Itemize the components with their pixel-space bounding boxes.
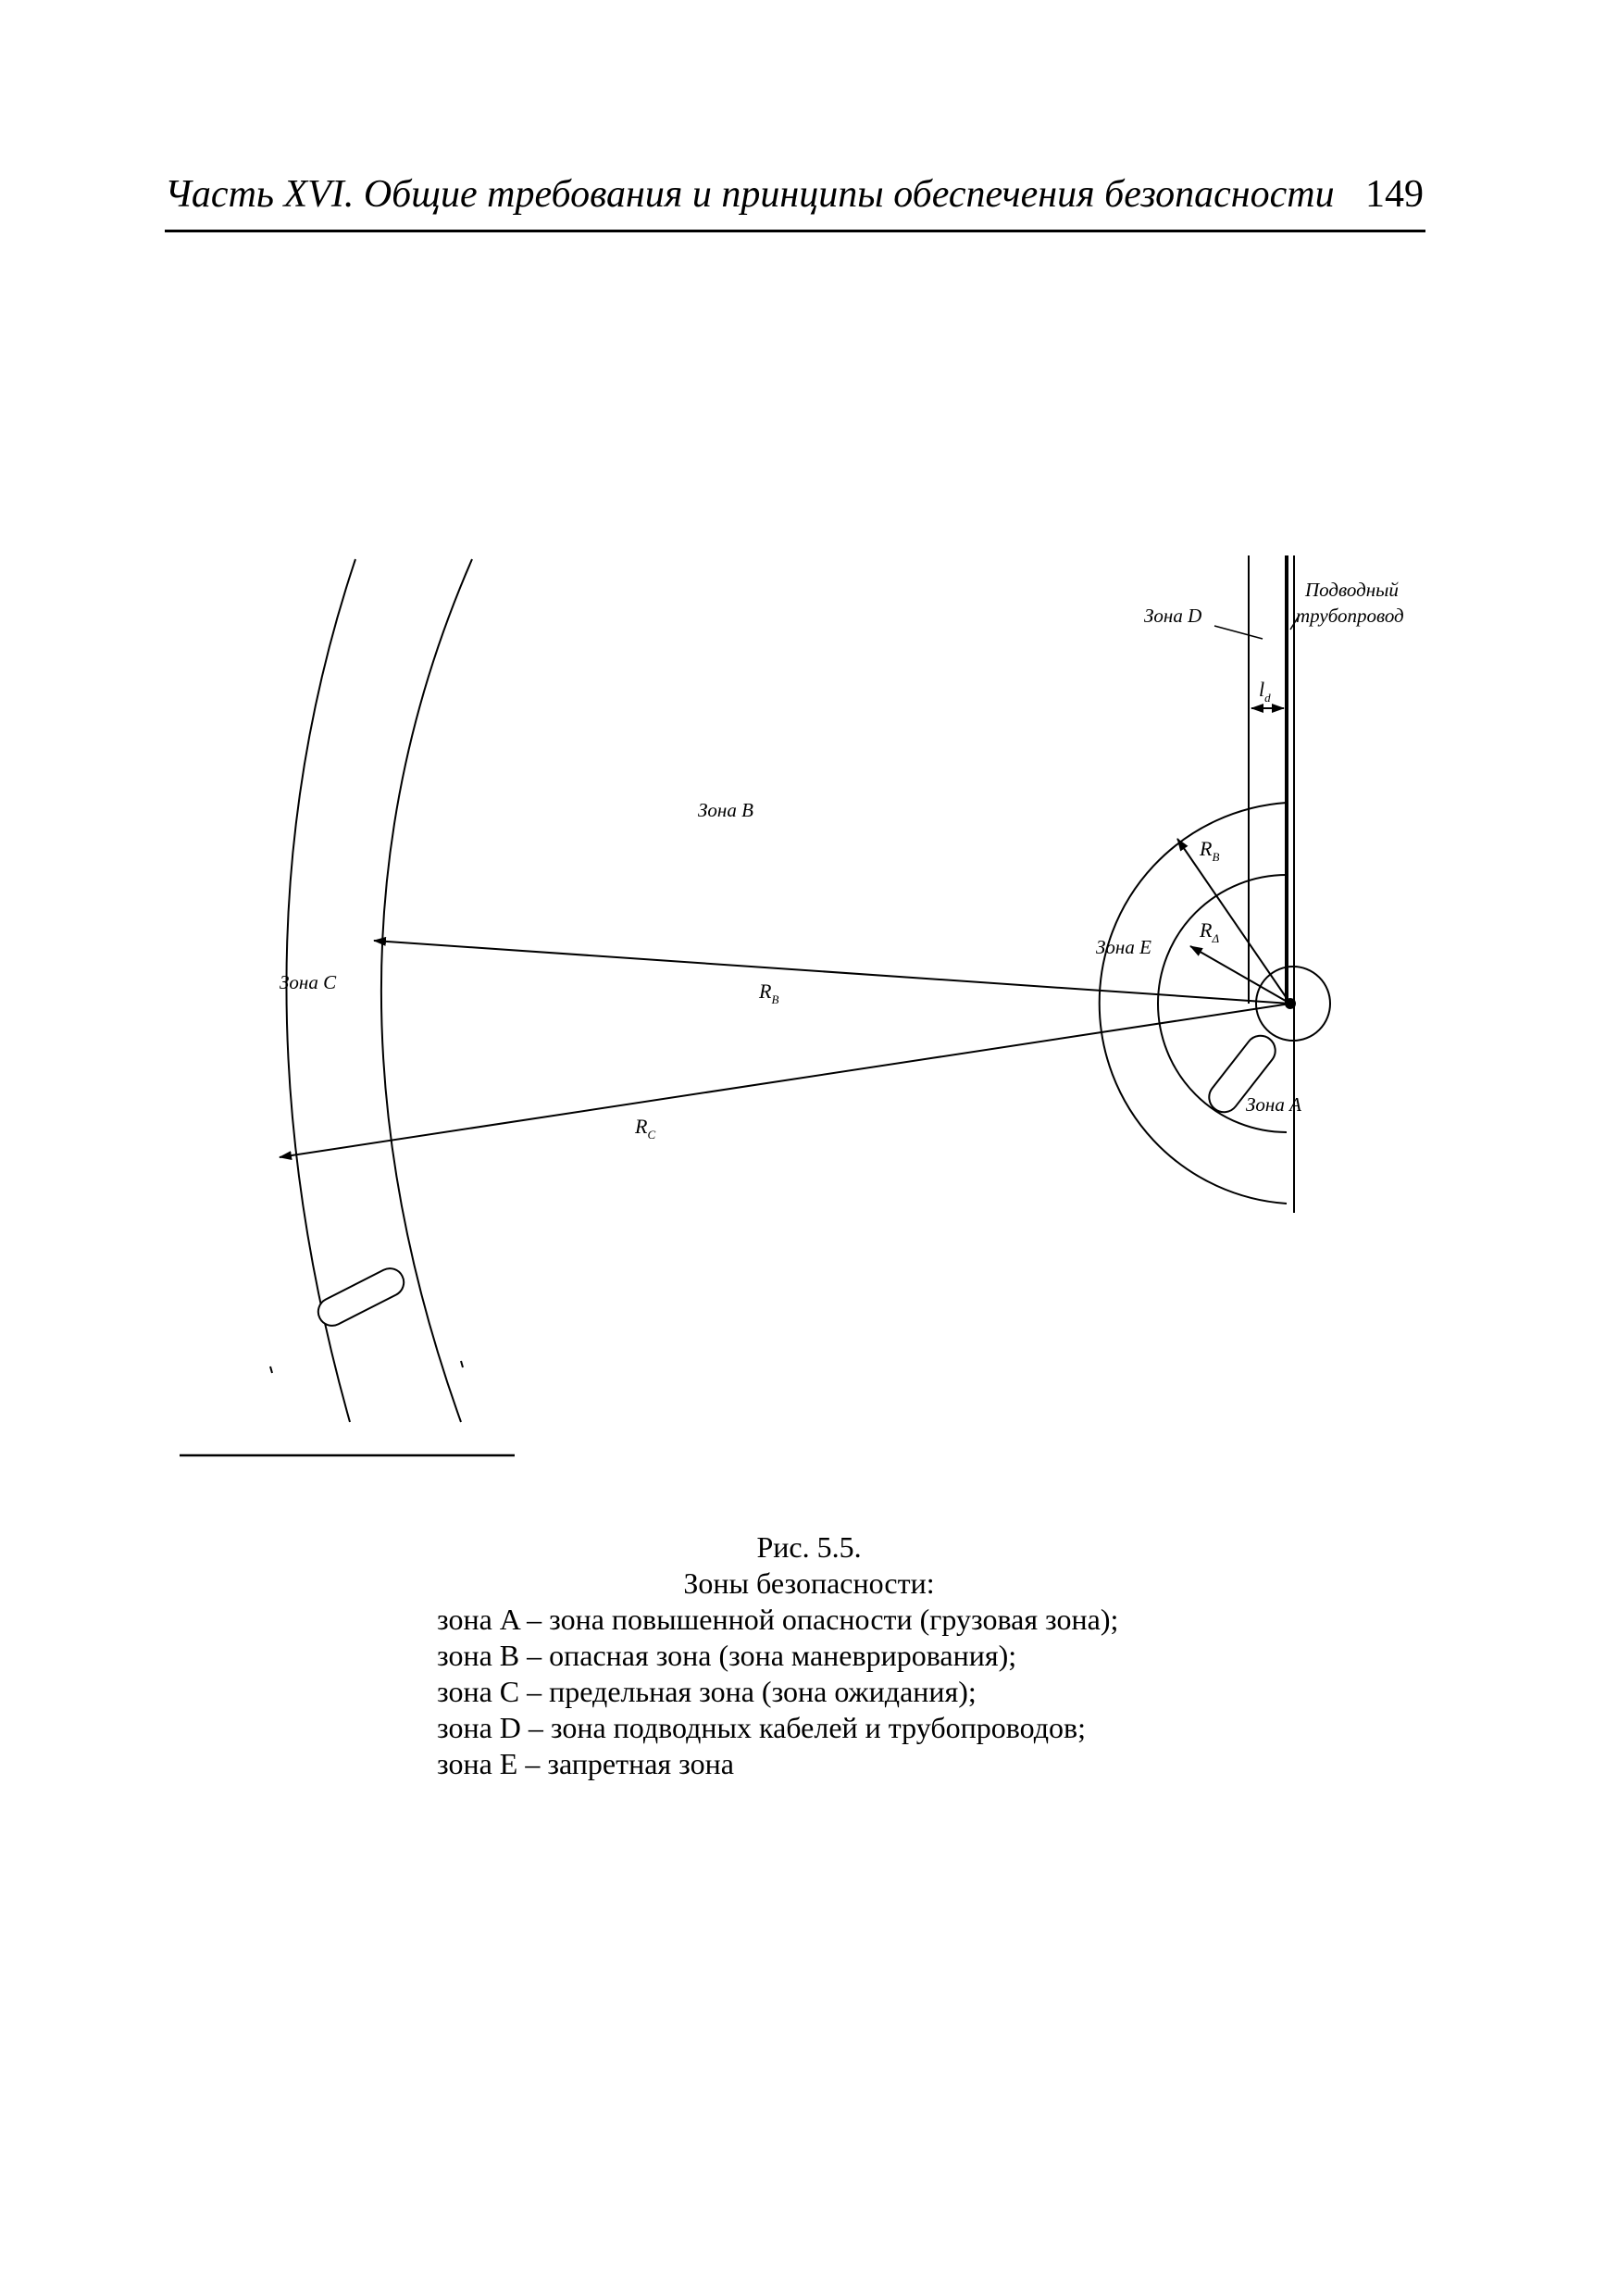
vessel-shape-zone-c	[317, 1267, 405, 1327]
figure-number: Рис. 5.5.	[756, 1530, 862, 1564]
zone-list-item: зона A – зона повышенной опасности (груз…	[437, 1603, 1119, 1636]
zone-a-label: Зона A	[1246, 1093, 1301, 1116]
zone-c-inner-arc	[380, 558, 473, 1423]
ld-label: ld	[1259, 678, 1271, 705]
pipeline-leader	[1289, 614, 1301, 630]
zone-b-berth-arc	[1098, 802, 1288, 1204]
radius-rb-label: RB	[758, 980, 778, 1006]
running-header-title: Часть XVI. Общие требования и принципы о…	[165, 173, 1335, 216]
radius-rb-small-label: RB	[1199, 837, 1219, 864]
radius-rc-label: RC	[634, 1115, 655, 1142]
zone-c-tick-left	[269, 1366, 273, 1374]
zone-list-item: зона E – запретная зона	[437, 1747, 734, 1780]
page-number: 149	[1365, 173, 1424, 216]
zone-list-item: зона C – предельная зона (зона ожидания)…	[437, 1675, 977, 1708]
radius-rc-arrow	[279, 1003, 1291, 1160]
zone-list-item: зона B – опасная зона (зона маневрирован…	[437, 1639, 1017, 1672]
radius-rdelta-label: RΔ	[1199, 918, 1219, 945]
header-rule	[165, 230, 1425, 232]
radius-rb-small-arrow	[1176, 838, 1291, 1004]
zone-a-circle	[1255, 966, 1331, 1042]
figure-caption: Рис. 5.5. Зоны безопасности: зона A – зо…	[0, 1529, 1618, 1780]
figure-title: Зоны безопасности:	[683, 1566, 935, 1600]
radius-rb-arrow	[373, 936, 1291, 1004]
zone-d-label: Зона D	[1144, 605, 1201, 627]
zone-c-tick-right	[460, 1360, 464, 1368]
vessel-shape-berth	[1208, 1034, 1276, 1114]
zone-d-leader	[1214, 625, 1263, 640]
pipeline-label-line1: Подводный	[1304, 579, 1399, 601]
zone-e-label: Зона E	[1096, 936, 1151, 958]
zone-b-label: Зона B	[698, 799, 753, 821]
pipeline-label-line2: трубопровод	[1296, 605, 1404, 627]
safety-zones-diagram: Зона D Подводный трубопровод Зона B Зона…	[180, 555, 1404, 1457]
zone-list: зона A – зона повышенной опасности (груз…	[437, 1602, 1118, 1782]
zone-c-label: Зона C	[280, 971, 337, 993]
zone-list-item: зона D – зона подводных кабелей и трубоп…	[437, 1711, 1086, 1744]
radius-rdelta-arrow	[1189, 945, 1291, 1004]
zone-c-outer-arc	[285, 558, 356, 1423]
zone-e-arc	[1157, 874, 1288, 1133]
